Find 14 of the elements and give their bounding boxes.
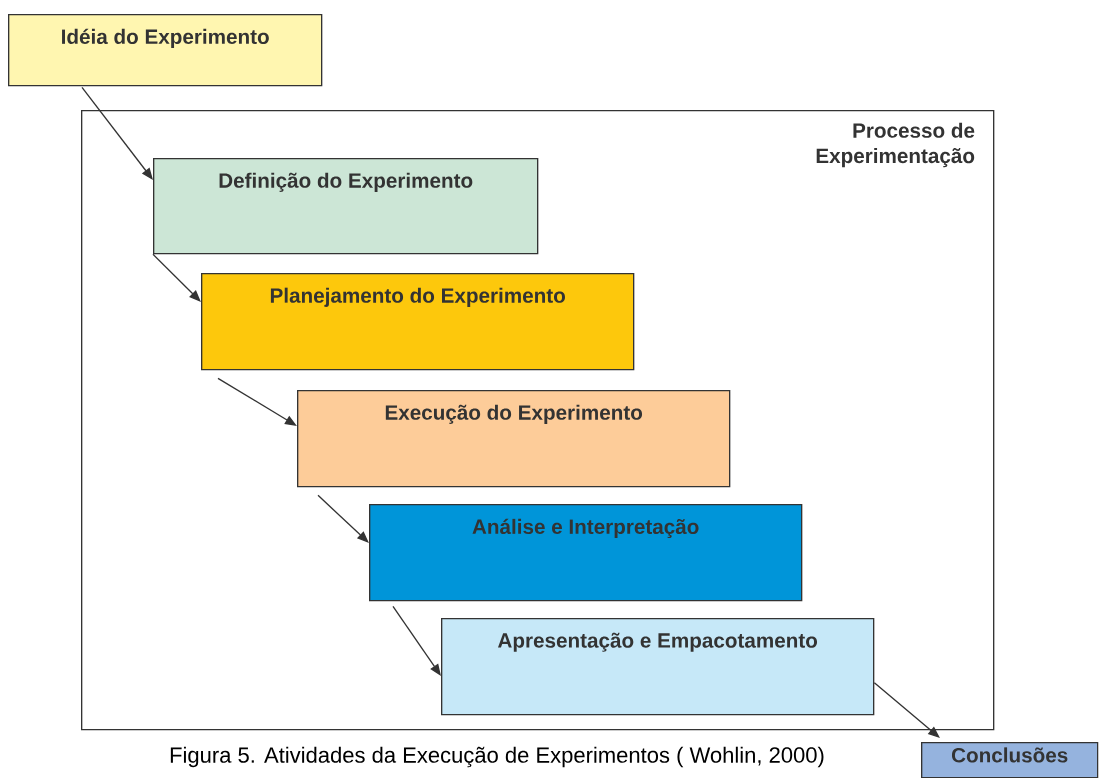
arrow (152, 253, 201, 302)
caption: Figura 5. Atividades da Execução de Experimentos ( Wohlin, 2000) (170, 746, 824, 768)
process-box: Apresentação e Empacotamento (441, 618, 875, 716)
process-box: Planejamento do Experimento (201, 273, 635, 371)
process-box: Idéia do Experimento (8, 14, 323, 87)
process-box: Análise e Interpretação (369, 504, 803, 602)
process-box: Conclusões (921, 742, 1099, 778)
arrow (392, 605, 441, 676)
process-box: Execução do Experimento (297, 390, 731, 488)
process-box: Definição do Experimento (153, 158, 539, 255)
arrow (873, 682, 940, 738)
arrow (317, 494, 369, 543)
arrow (81, 86, 153, 180)
arrow (217, 377, 297, 426)
